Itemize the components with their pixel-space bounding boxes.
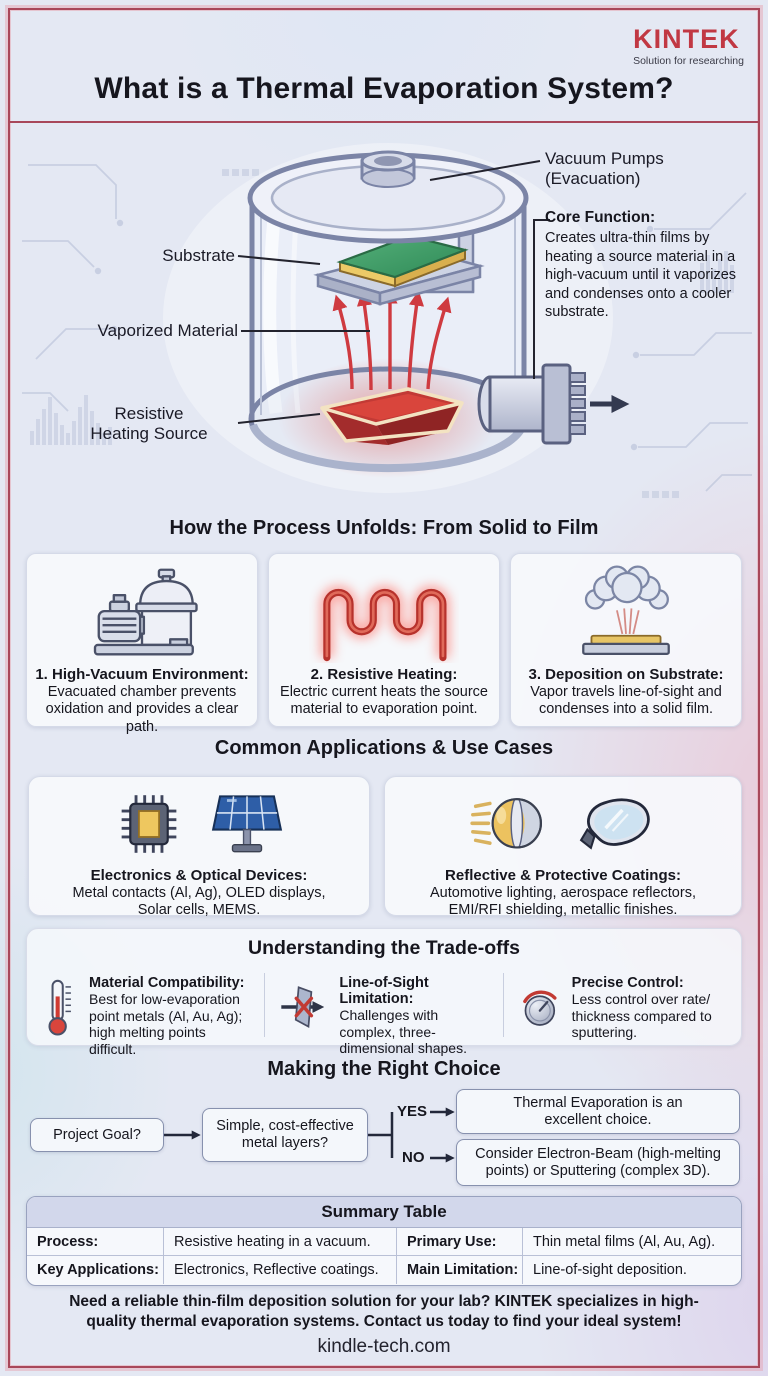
flowchart-connectors — [164, 1107, 455, 1163]
application-desc: Automotive lighting, aerospace reflector… — [430, 885, 696, 919]
application-desc: Metal contacts (Al, Ag), OLED displays, … — [72, 885, 326, 919]
circuit-traces-decoration — [22, 164, 752, 492]
brand-logo: KINTEK — [633, 24, 740, 54]
pump-assembly — [477, 363, 630, 445]
bar-glyph-decoration — [30, 169, 734, 498]
tradeoff-material-compatibility: Material Compatibility: Best for low-eva… — [27, 973, 264, 1057]
process-step-title: 2. Resistive Heating: — [310, 666, 458, 683]
process-card-3: 3. Deposition on Substrate: Vapor travel… — [510, 553, 742, 727]
blocked-arrow-icon — [279, 977, 331, 1042]
summary-value: Line-of-sight deposition. — [533, 1262, 687, 1278]
application-title: Reflective & Protective Coatings: — [445, 867, 681, 884]
flow-no-result-box: Consider Electron-Beam (high-melting poi… — [456, 1139, 740, 1186]
application-cards: Electronics & Optical Devices: Metal con… — [28, 776, 742, 918]
application-title: Electronics & Optical Devices: — [90, 867, 308, 884]
summary-value: Thin metal films (Al, Au, Ag). — [523, 1228, 741, 1256]
choice-section-title: Making the Right Choice — [267, 1058, 501, 1080]
headlight-icon — [470, 788, 548, 865]
process-section-title: How the Process Unfolds: From Solid to F… — [169, 517, 599, 539]
applications-card-coatings: Reflective & Protective Coatings: Automo… — [384, 776, 742, 918]
summary-value: Electronics, Reflective coatings. — [164, 1256, 397, 1284]
vapor-deposition-icon — [511, 562, 741, 664]
summary-table-title: Summary Table — [27, 1197, 741, 1228]
vacuum-pump-icon — [27, 562, 257, 664]
process-card-1: 1. High-Vacuum Environment: Evacuated ch… — [26, 553, 258, 735]
tradeoff-title: Line-of-Sight Limitation: — [339, 975, 429, 1007]
label-substrate: Substrate — [162, 246, 235, 265]
flow-yes-result-box: Thermal Evaporation is an excellent choi… — [456, 1089, 740, 1134]
decision-flowchart: Project Goal? Simple, cost-effective met… — [26, 1086, 742, 1190]
leader-lines — [237, 160, 550, 424]
vapor-arrows — [332, 288, 452, 391]
applications-section-title: Common Applications & Use Cases — [214, 737, 554, 759]
process-step-title: 1. High-Vacuum Environment: — [35, 666, 249, 683]
microchip-icon — [113, 788, 185, 865]
summary-table: Summary Table Process: Resistive heating… — [26, 1196, 742, 1286]
tradeoff-desc: Challenges with complex, three-dimension… — [339, 1007, 467, 1057]
page-title: What is a Thermal Evaporation System? — [94, 72, 674, 105]
side-mirror-icon — [572, 789, 656, 864]
tradeoff-title: Material Compatibility: — [89, 975, 245, 991]
tradeoff-line-of-sight: Line-of-Sight Limitation: Challenges wit… — [264, 973, 502, 1056]
process-step-desc: Vapor travels line-of-sight and condense… — [530, 684, 722, 718]
process-cards: 1. High-Vacuum Environment: Evacuated ch… — [26, 553, 742, 735]
tradeoffs-panel: Understanding the Trade-offs Material Co… — [26, 928, 742, 1057]
thermal-evaporation-diagram: Vacuum Pumps (Evacuation) Core Function:… — [10, 123, 758, 513]
solar-panel-icon — [209, 789, 285, 864]
flow-yes-label: YES — [397, 1103, 428, 1120]
label-vacuum-pumps: Vacuum Pumps (Evacuation) — [545, 149, 664, 188]
summary-label: Process: — [27, 1228, 164, 1256]
control-knob-icon — [518, 977, 564, 1040]
label-resistive-heating-source: Resistive Heating Source — [90, 404, 208, 443]
process-card-2: 2. Resistive Heating: Electric current h… — [268, 553, 500, 727]
tradeoff-desc: Less control over rate/ thickness compar… — [571, 991, 712, 1041]
page-border-frame — [8, 8, 760, 1368]
label-core-function: Core Function: Creates ultra-thin films … — [545, 209, 737, 321]
chamber-lid — [247, 150, 529, 244]
process-step-title: 3. Deposition on Substrate: — [528, 666, 724, 683]
process-step-desc: Electric current heats the source materi… — [280, 684, 488, 718]
tradeoffs-title: Understanding the Trade-offs — [248, 937, 520, 959]
brand-logo-block: KINTEK Solution for researching — [633, 24, 744, 68]
applications-card-electronics: Electronics & Optical Devices: Metal con… — [28, 776, 370, 918]
tradeoff-desc: Best for low-evaporation point metals (A… — [89, 991, 243, 1057]
heating-coil-icon — [269, 562, 499, 664]
summary-label: Main Limitation: — [397, 1256, 523, 1284]
thermometer-icon — [41, 977, 81, 1044]
process-step-desc: Evacuated chamber prevents oxidation and… — [45, 684, 239, 735]
summary-value: Resistive heating in a vacuum. — [164, 1228, 397, 1256]
flow-question-box: Simple, cost-effective metal layers? — [202, 1108, 368, 1162]
substrate-plate — [336, 234, 469, 288]
chamber-illustration — [22, 143, 752, 498]
flow-start-box: Project Goal? — [30, 1118, 164, 1152]
heating-boat — [320, 387, 464, 445]
website-url: kindle-tech.com — [317, 1336, 451, 1357]
footer-cta: Need a reliable thin-film deposition sol… — [69, 1293, 699, 1331]
tradeoff-title: Precise Control: — [571, 975, 684, 991]
summary-label: Key Applications: — [27, 1256, 164, 1284]
title-divider — [10, 121, 758, 123]
label-vaporized-material: Vaporized Material — [97, 321, 238, 340]
flow-no-label: NO — [402, 1149, 425, 1166]
brand-tagline: Solution for researching — [633, 55, 744, 67]
tradeoff-precise-control: Precise Control: Less control over rate/… — [502, 973, 741, 1040]
summary-label: Primary Use: — [397, 1228, 523, 1256]
